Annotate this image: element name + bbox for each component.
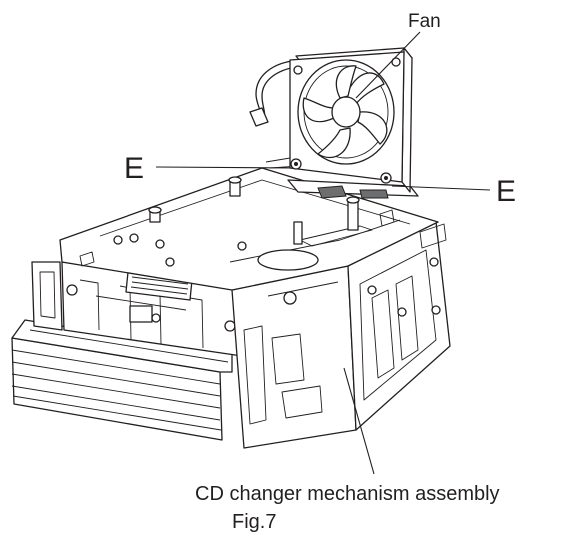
assembly-label: CD changer mechanism assembly bbox=[195, 483, 500, 505]
screw-e-label-left: E bbox=[124, 152, 144, 185]
screw-e-label-right: E bbox=[496, 175, 516, 208]
leader-lines bbox=[155, 31, 491, 475]
fan-leader bbox=[355, 31, 421, 99]
screw-left-leader bbox=[155, 166, 293, 169]
screw-right-leader bbox=[391, 185, 491, 191]
front-tray-rails bbox=[11, 319, 233, 441]
cd-changer-mechanism bbox=[31, 157, 451, 449]
fan bbox=[249, 47, 413, 193]
fan-label: Fan bbox=[408, 11, 441, 32]
assembly-leader bbox=[343, 367, 375, 475]
figure-caption: Fig.7 bbox=[232, 511, 276, 533]
